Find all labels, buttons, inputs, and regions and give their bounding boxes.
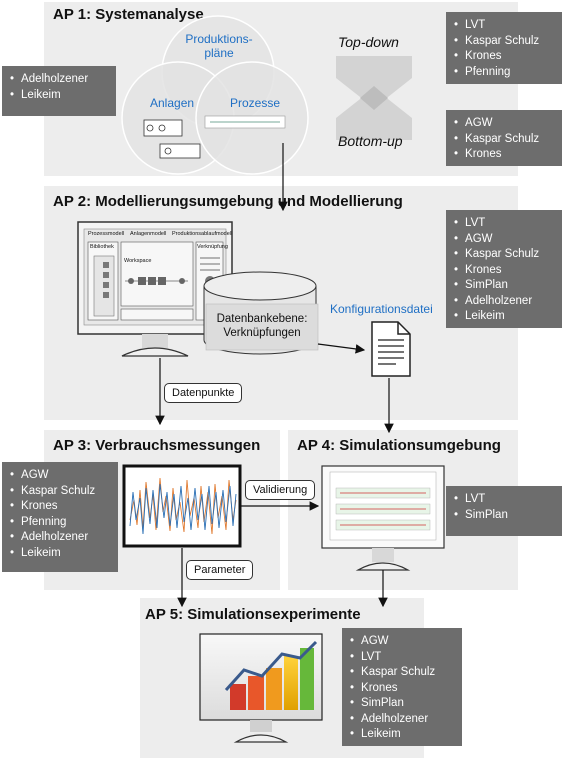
database-label: Datenbankebene: Verknüpfungen [216, 313, 308, 339]
ap1-partners-bottomup: AGWKaspar SchulzKrones [446, 110, 562, 166]
datenpunkte-tag: Datenpunkte [164, 383, 243, 403]
ap4-title: AP 4: Simulationsumgebung [297, 437, 501, 454]
venn-label-plants: Anlagen [150, 96, 195, 110]
link-label: Verknüpfung [197, 244, 228, 250]
config-document-icon [371, 321, 411, 377]
ap2-partners: LVTAGWKaspar SchulzKronesSimPlanAdelholz… [446, 210, 562, 328]
workspace-label: Workspace [124, 258, 152, 264]
ap4-partners: LVTSimPlan [446, 486, 562, 536]
venn-diagram [121, 15, 309, 175]
ap3-partners: AGWKaspar SchulzKronesPfenningAdelholzen… [2, 462, 118, 572]
ap1-title: AP 1: Systemanalyse [53, 6, 204, 23]
topdown-label: Top-down [338, 34, 399, 50]
venn-label-processes: Prozesse [230, 96, 281, 110]
model-tab-process[interactable]: Prozessmodell [88, 231, 125, 237]
simulation-monitor [321, 465, 445, 571]
ap5-partners: AGWLVTKaspar SchulzKronesSimPlanAdelholz… [342, 628, 462, 746]
ap5-title: AP 5: Simulationsexperimente [145, 606, 361, 623]
library-label: Bibliothek [90, 244, 114, 250]
consumption-chart [122, 464, 242, 548]
config-file-label: Konfigurationsdatei [330, 302, 433, 316]
database-cylinder [203, 271, 319, 355]
parameter-tag: Parameter [186, 560, 254, 580]
model-tab-plant[interactable]: Anlagenmodell [130, 231, 167, 237]
venn-label-plans: Produktions- pläne [185, 32, 253, 60]
flow-arrows [155, 143, 394, 608]
ap1-partners-left: AdelholzenerLeikeim [2, 66, 116, 116]
validierung-tag: Validierung [245, 480, 316, 500]
topdown-bottomup-shape [336, 56, 412, 140]
bottomup-label: Bottom-up [338, 133, 403, 149]
ap1-partners-topdown: LVTKaspar SchulzKronesPfenning [446, 12, 562, 84]
ap3-title: AP 3: Verbrauchsmessungen [53, 437, 261, 454]
model-tab-production[interactable]: Produktionsablaufmodell [172, 231, 233, 237]
experiments-monitor [199, 633, 323, 743]
ap2-title: AP 2: Modellierungsumgebung und Modellie… [53, 193, 403, 210]
